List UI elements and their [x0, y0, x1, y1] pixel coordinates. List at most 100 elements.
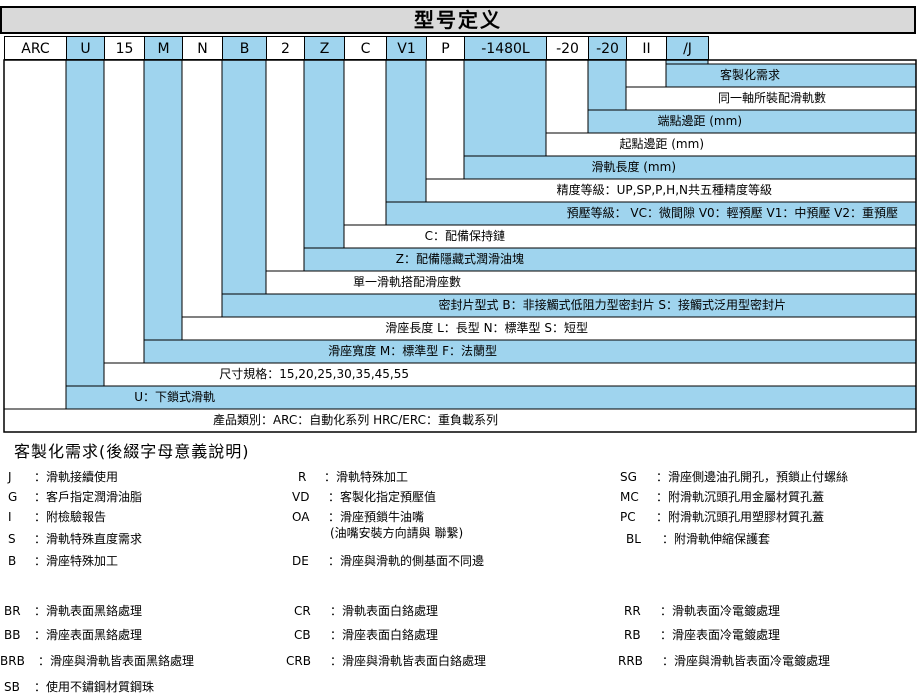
code-cell: -20 — [546, 36, 589, 60]
code-description: 精度等級：UP,SP,P,H,N共五種精度等級 — [556, 183, 772, 197]
suffix-option: SG ：滑座側邊油孔開孔，預鎖止付螺絲 — [620, 468, 848, 486]
option-text: ：滑座與滑軌皆表面黑鉻處理 — [38, 654, 195, 668]
option-code: PC — [620, 510, 636, 524]
band-row — [665, 63, 917, 88]
code-description: Z：配備隱藏式潤滑油塊 — [395, 252, 524, 266]
code-description: 單一滑軌搭配滑座數 — [352, 275, 461, 289]
code-cell: ARC — [4, 36, 67, 60]
option-text: ：使用不鏽鋼材質鋼珠 — [34, 680, 155, 694]
suffix-option: R ：滑軌特殊加工 — [298, 468, 408, 486]
option-text: ：滑軌表面黑鉻處理 — [34, 604, 143, 618]
code-cell: B — [222, 36, 267, 60]
option-text: (油嘴安裝方向請與 聯繫) — [330, 526, 464, 540]
suffix-option: RB ：滑座表面冷電鍍處理 — [624, 626, 780, 644]
code-description: 尺寸規格：15,20,25,30,35,45,55 — [219, 367, 409, 381]
code-cell: V1 — [386, 36, 427, 60]
option-code: RR — [624, 604, 641, 618]
option-code: B — [8, 554, 17, 568]
option-code: CR — [294, 604, 311, 618]
code-cell: II — [626, 36, 667, 60]
suffix-option: B ：滑座特殊加工 — [8, 552, 118, 570]
code-cell: C — [344, 36, 387, 60]
code-cell: M — [144, 36, 183, 60]
title-band — [0, 6, 916, 34]
suffix-option: BL：附滑軌伸縮保護套 — [626, 530, 770, 548]
option-text: ：附滑軌沉頭孔用塑膠材質孔蓋 — [656, 510, 825, 524]
code-description: U：下鎖式滑軌 — [134, 390, 215, 404]
option-code: VD — [292, 490, 310, 504]
suffix-option: BRB ：滑座與滑軌皆表面黑鉻處理 — [0, 652, 194, 670]
code-cell: /J — [666, 36, 709, 60]
option-code: R — [298, 470, 307, 484]
suffix-option: SB：使用不鏽鋼材質鋼珠 — [4, 678, 154, 696]
option-text: ：滑座特殊加工 — [34, 554, 119, 568]
band-column — [343, 59, 387, 249]
option-code: BB — [4, 628, 21, 642]
code-cell: 15 — [104, 36, 145, 60]
suffix-option: MC：附滑軌沉頭孔用金屬材質孔蓋 — [620, 488, 824, 506]
band-row — [463, 155, 917, 180]
option-code: CRB — [286, 654, 311, 668]
code-description: 客製化需求 — [719, 68, 780, 82]
code-cell: 2 — [266, 36, 305, 60]
code-cell: N — [182, 36, 223, 60]
bands-frame — [3, 59, 917, 433]
option-text: ：附檢驗報告 — [34, 510, 107, 524]
option-code: DE — [292, 554, 309, 568]
code-description: 同一軸所裝配滑軌數 — [717, 91, 826, 105]
option-text: ：滑座表面冷電鍍處理 — [660, 628, 781, 642]
option-text: ：附滑軌伸縮保護套 — [662, 532, 771, 546]
band-column — [143, 59, 183, 364]
option-text: ：滑座與滑軌的側基面不同邊 — [328, 554, 485, 568]
option-code: OA — [292, 510, 310, 524]
option-text: ：客戶指定潤滑油脂 — [34, 490, 143, 504]
suffix-option: I ：附檢驗報告 — [8, 508, 106, 526]
option-code: RB — [624, 628, 641, 642]
code-cell: -20 — [588, 36, 627, 60]
option-text: ：滑軌接續使用 — [34, 470, 119, 484]
suffix-option: G ：客戶指定潤滑油脂 — [8, 488, 142, 506]
suffix-option: CR：滑軌表面白鉻處理 — [294, 602, 438, 620]
code-cell: P — [426, 36, 465, 60]
option-code: I — [8, 510, 12, 524]
suffix-option: J：滑軌接續使用 — [8, 468, 118, 486]
suffix-option: CRB ：滑座與滑軌皆表面白鉻處理 — [286, 652, 486, 670]
option-code: G — [8, 490, 18, 504]
option-text: ：滑座與滑軌皆表面冷電鍍處理 — [662, 654, 831, 668]
option-text: ：客製化指定預壓值 — [328, 490, 437, 504]
option-code: BR — [4, 604, 21, 618]
code-cell: Z — [304, 36, 345, 60]
suffix-option: S：滑軌特殊直度需求 — [8, 530, 142, 548]
option-text: ：滑座側邊油孔開孔，預鎖止付螺絲 — [656, 470, 849, 484]
suffix-option: VD ：客製化指定預壓值 — [292, 488, 436, 506]
option-text: ：滑軌表面冷電鍍處理 — [660, 604, 781, 618]
option-code: S — [8, 532, 16, 546]
band-row — [143, 339, 917, 364]
option-text: ：滑座表面白鉻處理 — [330, 628, 439, 642]
band-column — [265, 59, 305, 295]
option-text: ：滑座表面黑鉻處理 — [34, 628, 143, 642]
band-column — [65, 59, 105, 410]
code-cell: -1480L — [464, 36, 547, 60]
band-column — [181, 59, 223, 341]
code-description: 密封片型式 B：非接觸式低阻力型密封片 S：接觸式泛用型密封片 — [438, 298, 786, 312]
page-title: 型号定义 — [414, 8, 502, 32]
suffix-section-title: 客製化需求(後綴字母意義說明) — [14, 442, 250, 461]
option-code: RRB — [618, 654, 643, 668]
code-description: 滑座寬度 M：標準型 F：法蘭型 — [328, 344, 497, 358]
suffix-option: PC ：附滑軌沉頭孔用塑膠材質孔蓋 — [620, 508, 824, 526]
suffix-option: CB：滑座表面白鉻處理 — [294, 626, 438, 644]
suffix-option: OA ：滑座預鎖牛油嘴 — [292, 508, 424, 526]
suffix-option: BB ：滑座表面黑鉻處理 — [4, 626, 142, 644]
code-description: 起點邊距 (mm) — [619, 137, 704, 151]
option-text: ：滑座與滑軌皆表面白鉻處理 — [330, 654, 487, 668]
band-column — [3, 59, 67, 433]
suffix-option: (油嘴安裝方向請與 聯繫) — [330, 524, 463, 542]
option-text: ：滑座預鎖牛油嘴 — [328, 510, 425, 524]
option-code: SG — [620, 470, 637, 484]
option-text: ：滑軌特殊加工 — [324, 470, 409, 484]
code-cell: U — [66, 36, 105, 60]
option-code: BRB — [0, 654, 25, 668]
